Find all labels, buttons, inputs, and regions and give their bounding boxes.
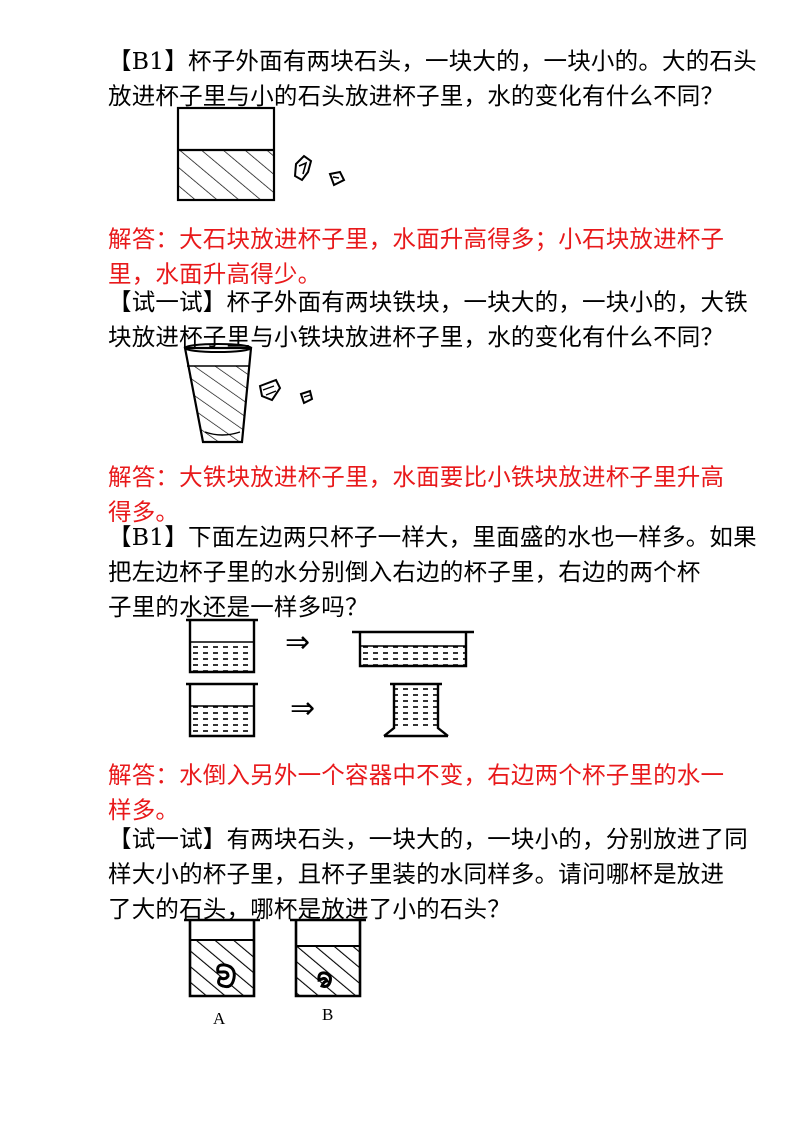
- answer-1: 解答：大石块放进杯子里，水面升高得多；小石块放进杯子 里，水面升高得少。: [108, 222, 725, 292]
- figure-cup-rectangle-with-stones: [170, 106, 370, 206]
- beaker-a: [184, 918, 260, 998]
- answer-1-line-2: 里，水面升高得少。: [108, 260, 322, 288]
- question-2: 【试一试】杯子外面有两块铁块，一块大的，一块小的，大铁 块放进杯子里与小铁块放进…: [108, 285, 748, 355]
- beaker-bottom-left: [186, 682, 258, 738]
- arrow-top-icon: ⇒: [285, 625, 310, 660]
- question-1-line-2: 放进杯子里与小的石头放进杯子里，水的变化有什么不同？: [108, 82, 725, 110]
- question-1-line-1: 【B1】杯子外面有两块石头，一块大的，一块小的。大的石头: [108, 47, 757, 75]
- glass-outline: [183, 346, 253, 444]
- answer-3-line-1: 解答：水倒入另外一个容器中不变，右边两个杯子里的水一: [108, 761, 725, 789]
- beaker-top-left: [186, 618, 258, 674]
- basin-top-right: [352, 630, 474, 668]
- label-b: B: [322, 1005, 334, 1024]
- answer-2: 解答：大铁块放进杯子里，水面要比小铁块放进杯子里升高 得多。: [108, 460, 725, 530]
- arrow-bottom-icon: ⇒: [290, 691, 315, 726]
- figure-glass-with-iron-blocks: [180, 342, 330, 450]
- figure-pouring-water: ⇒ ⇒: [182, 614, 482, 746]
- figure-two-beakers-stones: [178, 910, 378, 1010]
- question-1: 【B1】杯子外面有两块石头，一块大的，一块小的。大的石头 放进杯子里与小的石头放…: [108, 44, 757, 114]
- question-3-line-3: 子里的水还是一样多吗？: [108, 593, 369, 621]
- small-stone-icon: [317, 971, 332, 988]
- question-3-line-1: 【B1】下面左边两只杯子一样大，里面盛的水也一样多。如果: [108, 523, 757, 551]
- question-3: 【B1】下面左边两只杯子一样大，里面盛的水也一样多。如果 把左边杯子里的水分别倒…: [108, 520, 757, 625]
- answer-1-line-1: 解答：大石块放进杯子里，水面升高得多；小石块放进杯子: [108, 225, 725, 253]
- big-stone-icon: [216, 963, 236, 989]
- answer-3: 解答：水倒入另外一个容器中不变，右边两个杯子里的水一 样多。: [108, 758, 725, 828]
- glass-water: [187, 366, 249, 442]
- rect-cup-water: [178, 150, 274, 200]
- question-4-line-2: 样大小的杯子里，且杯子里装的水同样多。请问哪杯是放进: [108, 860, 725, 888]
- question-4-line-1: 【试一试】有两块石头，一块大的，一块小的，分别放进了同: [108, 825, 748, 853]
- big-stone-icon: [293, 154, 313, 182]
- tall-container-bottom-right: [383, 682, 449, 738]
- question-3-line-2: 把左边杯子里的水分别倒入右边的杯子里，右边的两个杯: [108, 558, 701, 586]
- answer-2-line-2: 得多。: [108, 498, 180, 526]
- question-2-line-2: 块放进杯子里与小铁块放进杯子里，水的变化有什么不同？: [108, 323, 725, 351]
- question-4-line-3: 了大的石头，哪杯是放进了小的石头？: [108, 895, 511, 923]
- small-stone-icon: [328, 170, 346, 187]
- answer-2-line-1: 解答：大铁块放进杯子里，水面要比小铁块放进杯子里升高: [108, 463, 725, 491]
- beaker-b: [290, 918, 366, 998]
- small-iron-block-icon: [299, 389, 314, 405]
- answer-3-line-2: 样多。: [108, 796, 180, 824]
- label-a: A: [213, 1009, 226, 1028]
- big-iron-block-icon: [258, 378, 282, 402]
- question-2-line-1: 【试一试】杯子外面有两块铁块，一块大的，一块小的，大铁: [108, 288, 748, 316]
- question-4: 【试一试】有两块石头，一块大的，一块小的，分别放进了同 样大小的杯子里，且杯子里…: [108, 822, 748, 927]
